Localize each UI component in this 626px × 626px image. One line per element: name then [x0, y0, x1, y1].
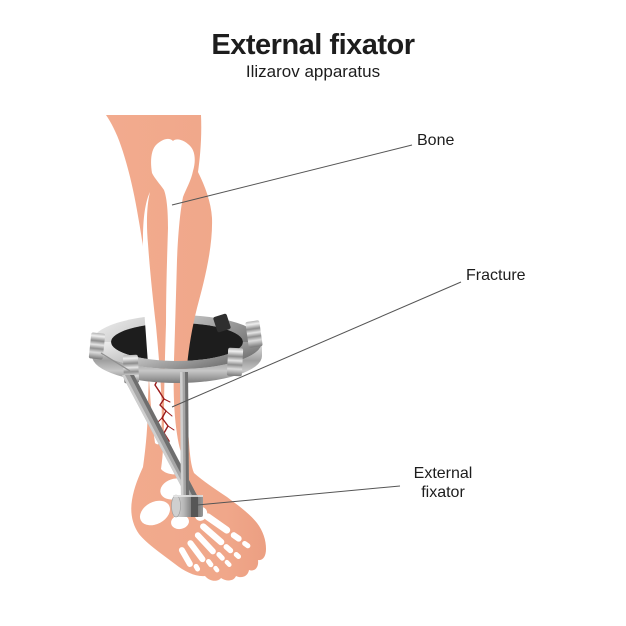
- ankle-mount-block: [171, 494, 203, 518]
- ring-clamp-right: [245, 320, 263, 348]
- rod-vertical-shade: [185, 372, 189, 499]
- fixation-wire: [100, 352, 131, 372]
- label-external-fixator: External fixator: [397, 464, 489, 502]
- leader-lines: [171, 144, 462, 506]
- rod-vertical-highlight: [180, 372, 184, 499]
- label-external-fixator-line1: External: [413, 465, 473, 482]
- ring-clamp-back: [213, 313, 231, 333]
- label-bone: Bone: [417, 132, 455, 149]
- ring-clamp-front-right: [226, 347, 244, 377]
- ilizarov-ring-front: [88, 320, 263, 384]
- label-external-fixator-line2: fixator: [421, 484, 465, 501]
- leader-line-external-fixator: [196, 485, 401, 506]
- label-fracture: Fracture: [466, 267, 526, 284]
- tibia-bone: [151, 138, 195, 475]
- fixation-rods: [122, 372, 200, 505]
- leader-line-bone: [171, 144, 413, 206]
- page-subtitle: Ilizarov apparatus: [245, 62, 381, 81]
- ring-clamp-left: [88, 332, 106, 360]
- page-title: External fixator: [211, 29, 415, 61]
- leader-line-fracture: [171, 281, 462, 408]
- rod-diagonal-highlight: [122, 375, 193, 505]
